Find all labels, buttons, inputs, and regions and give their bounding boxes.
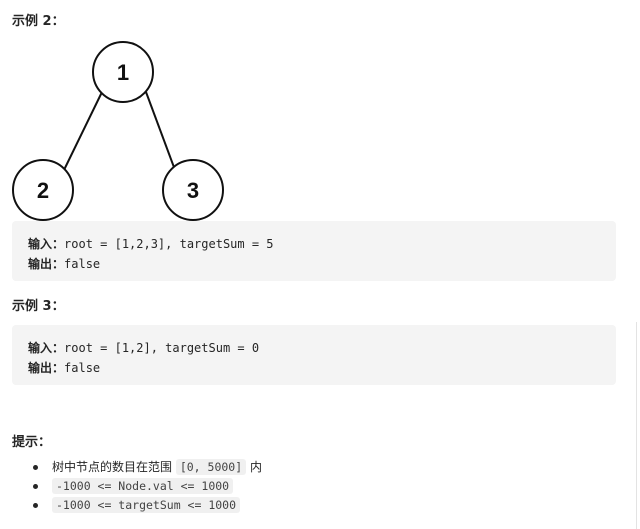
example-2-heading: 示例 2： [12,14,65,29]
tree-node-right-label: 3 [187,178,199,203]
tree-node-left-label: 2 [37,178,49,203]
example-3-input-line: 输入：root = [1,2], targetSum = 0 [28,338,600,358]
example-2-code-block: 输入：root = [1,2,3], targetSum = 5 输出：fals… [12,221,616,281]
hint-text-suffix: 内 [246,460,262,474]
hint-item: -1000 <= targetSum <= 1000 [12,496,262,515]
hint-code: -1000 <= targetSum <= 1000 [52,497,241,513]
output-label: 输出： [28,361,65,375]
example-3-heading: 示例 3： [12,299,65,314]
hints-list: 树中节点的数目在范围 [0, 5000] 内 -1000 <= Node.val… [12,458,262,515]
input-label: 输入： [28,237,65,251]
example-2-input-line: 输入：root = [1,2,3], targetSum = 5 [28,234,600,254]
output-value: false [64,361,101,375]
input-label: 输入： [28,341,65,355]
hint-item: 树中节点的数目在范围 [0, 5000] 内 [12,458,262,477]
tree-diagram: 1 2 3 [12,41,224,221]
tree-node-root-label: 1 [117,60,129,85]
scrollbar-track[interactable] [636,322,637,529]
hints-heading: 提示： [12,435,52,450]
example-2-output-line: 输出：false [28,254,600,274]
hint-text: 树中节点的数目在范围 [52,460,176,474]
output-value: false [64,257,101,271]
tree-edge-1-2 [63,91,103,171]
tree-edge-1-3 [145,91,176,171]
input-value: root = [1,2], targetSum = 0 [64,341,260,355]
hint-code: [0, 5000] [175,459,247,475]
hint-item: -1000 <= Node.val <= 1000 [12,477,262,496]
hint-code: -1000 <= Node.val <= 1000 [52,478,234,494]
input-value: root = [1,2,3], targetSum = 5 [64,237,274,251]
tree-node-root: 1 [92,41,154,103]
bullet-icon [33,484,38,489]
bullet-icon [33,503,38,508]
bullet-icon [33,465,38,470]
example-3-output-line: 输出：false [28,358,600,378]
tree-node-right: 3 [162,159,224,221]
example-3-code-block: 输入：root = [1,2], targetSum = 0 输出：false [12,325,616,385]
tree-node-left: 2 [12,159,74,221]
output-label: 输出： [28,257,65,271]
